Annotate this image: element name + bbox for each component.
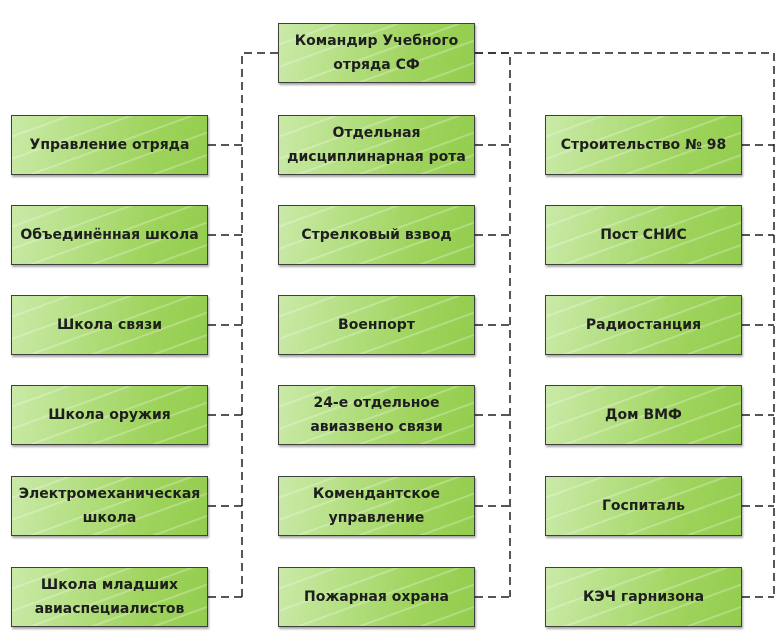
node-middle-1: Отдельная дисциплинарная рота	[278, 115, 475, 175]
node-label: Школа связи	[56, 317, 163, 333]
node-label: Пожарная охрана	[304, 589, 449, 605]
node-left-4: Школа оружия	[11, 385, 208, 445]
connector-right-trunk	[475, 52, 775, 597]
node-label: Объединённая школа	[20, 227, 199, 243]
node-left-2: Объединённая школа	[11, 205, 208, 265]
node-label: Пост СНИС	[600, 227, 687, 243]
node-label: Школа младших авиаспециалистов	[34, 577, 185, 617]
node-label: КЭЧ гарнизона	[582, 589, 705, 605]
root-node-label: Командир Учебного отряда СФ	[294, 33, 459, 73]
node-label: Отдельная дисциплинарная рота	[287, 125, 466, 165]
node-left-5: Электромеханическая школа	[11, 476, 208, 536]
node-right-6: КЭЧ гарнизона	[545, 567, 742, 627]
node-label: Стрелковый взвод	[301, 227, 452, 243]
connector-left-trunk	[241, 52, 278, 597]
node-label: Радиостанция	[585, 317, 702, 333]
node-middle-5: Комендантское управление	[278, 476, 475, 536]
node-left-3: Школа связи	[11, 295, 208, 355]
node-label: Комендантское управление	[312, 486, 441, 526]
node-label: Строительство № 98	[560, 137, 727, 153]
node-left-6: Школа младших авиаспециалистов	[11, 567, 208, 627]
node-right-4: Дом ВМФ	[545, 385, 742, 445]
node-left-1: Управление отряда	[11, 115, 208, 175]
node-middle-2: Стрелковый взвод	[278, 205, 475, 265]
node-right-2: Пост СНИС	[545, 205, 742, 265]
node-right-5: Госпиталь	[545, 476, 742, 536]
node-label: Электромеханическая школа	[18, 486, 201, 526]
node-label: 24-е отдельное авиазвено связи	[310, 395, 443, 435]
node-label: Госпиталь	[602, 498, 685, 514]
node-right-3: Радиостанция	[545, 295, 742, 355]
node-label: Военпорт	[338, 317, 415, 333]
node-label: Дом ВМФ	[605, 407, 682, 423]
node-label: Школа оружия	[48, 407, 171, 423]
root-node: Командир Учебного отряда СФ	[278, 23, 475, 83]
node-right-1: Строительство № 98	[545, 115, 742, 175]
node-middle-3: Военпорт	[278, 295, 475, 355]
connector-middle-trunk	[475, 52, 511, 597]
node-middle-6: Пожарная охрана	[278, 567, 475, 627]
node-middle-4: 24-е отдельное авиазвено связи	[278, 385, 475, 445]
node-label: Управление отряда	[29, 137, 190, 153]
